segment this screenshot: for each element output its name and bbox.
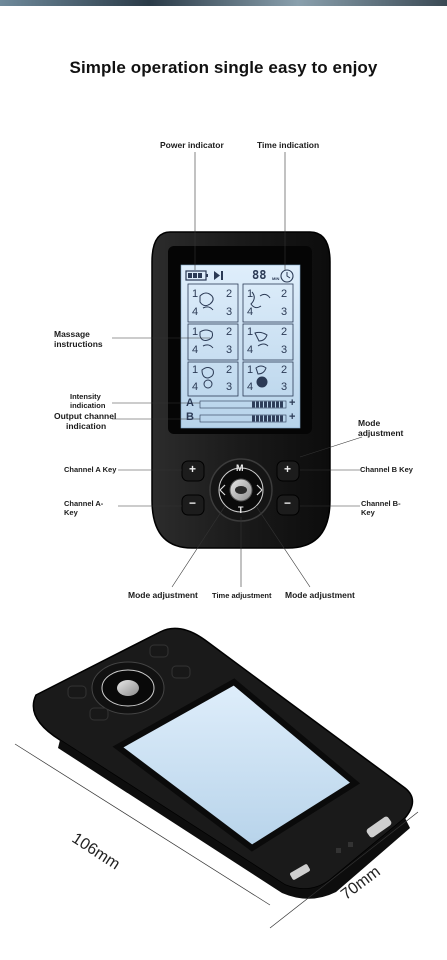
time-t-button[interactable]: T xyxy=(238,505,244,515)
label-channel-b-minus-1: Channel B- xyxy=(361,499,401,508)
screen-channel-a-plus: + xyxy=(289,397,296,409)
screen-channel-b-plus: + xyxy=(289,411,296,423)
grid-num-19: 4 xyxy=(192,381,199,393)
timer-icon xyxy=(280,269,294,283)
label-power-indicator: Power indicator xyxy=(160,140,224,150)
grid-num-17: 1 xyxy=(192,364,199,376)
grid-num-5: 1 xyxy=(247,288,254,300)
label-mode-adjustment-right-1: Mode xyxy=(358,418,381,428)
battery-icon xyxy=(185,270,223,281)
device-perspective xyxy=(32,627,414,899)
grid-num-10: 2 xyxy=(226,326,233,338)
grid-num-14: 2 xyxy=(281,326,288,338)
channel-b-plus-button[interactable]: + xyxy=(284,462,292,476)
label-massage-instructions-1: Massage xyxy=(54,329,90,339)
label-output-2: indication xyxy=(66,421,107,431)
grid-num-20: 3 xyxy=(226,381,233,393)
dimension-lines xyxy=(14,743,419,929)
massage-hand-icons xyxy=(199,291,271,389)
grid-num-21: 1 xyxy=(247,364,254,376)
label-channel-b-minus-2: Key xyxy=(361,508,375,517)
mode-m-button[interactable]: M xyxy=(236,463,244,473)
massage-mode-grid xyxy=(187,283,294,397)
label-mode-adjustment-bottom-right: Mode adjustment xyxy=(285,590,355,600)
screen-channel-a: A xyxy=(186,397,194,409)
grid-num-4: 3 xyxy=(226,306,233,318)
grid-num-6: 2 xyxy=(281,288,288,300)
grid-num-15: 4 xyxy=(247,344,254,356)
grid-num-22: 2 xyxy=(281,364,288,376)
device-perspective-lcd xyxy=(112,678,361,852)
leader-lines xyxy=(112,152,363,588)
screen-time-unit: MIN xyxy=(272,276,280,281)
grid-num-16: 3 xyxy=(281,344,288,356)
label-channel-a-minus-2: Key xyxy=(64,508,78,517)
grid-num-2: 2 xyxy=(226,288,233,300)
grid-num-1: 1 xyxy=(192,288,199,300)
channel-b-minus-button[interactable]: − xyxy=(284,496,292,510)
screen-channel-b: B xyxy=(186,411,194,423)
label-channel-a-minus-1: Channel A- xyxy=(64,499,104,508)
label-intensity-1: Intensity xyxy=(70,392,101,401)
label-time-indication: Time indication xyxy=(257,140,320,150)
label-intensity-2: indication xyxy=(70,401,106,410)
label-mode-adjustment-bottom-left: Mode adjustment xyxy=(128,590,198,600)
grid-num-24: 3 xyxy=(281,381,288,393)
channel-b-intensity-bar xyxy=(199,414,287,423)
label-massage-instructions-2: instructions xyxy=(54,339,103,349)
device-perspective-keypad xyxy=(67,644,191,721)
grid-num-7: 4 xyxy=(247,306,254,318)
grid-num-8: 3 xyxy=(281,306,288,318)
label-mode-adjustment-right-2: adjustment xyxy=(358,428,404,438)
device-perspective-ports xyxy=(290,816,392,880)
page-headline: Simple operation single easy to enjoy xyxy=(69,58,378,77)
label-channel-b-key: Channel B Key xyxy=(360,465,413,474)
channel-a-plus-button[interactable]: + xyxy=(189,462,197,476)
top-decorative-strip xyxy=(0,0,447,6)
grid-num-3: 4 xyxy=(192,306,199,318)
keypad xyxy=(181,458,300,522)
grid-num-12: 3 xyxy=(226,344,233,356)
screen-time-display: 88 xyxy=(252,268,267,282)
label-output-1: Output channel xyxy=(54,411,117,421)
grid-num-18: 2 xyxy=(226,364,233,376)
grid-num-9: 1 xyxy=(192,326,199,338)
grid-num-13: 1 xyxy=(247,326,254,338)
grid-num-23: 4 xyxy=(247,381,254,393)
channel-a-minus-button[interactable]: − xyxy=(189,496,197,510)
label-time-adjustment: Time adjustment xyxy=(212,591,272,600)
label-channel-a-key: Channel A Key xyxy=(64,465,117,474)
grid-num-11: 4 xyxy=(192,344,199,356)
channel-a-intensity-bar xyxy=(199,400,287,409)
